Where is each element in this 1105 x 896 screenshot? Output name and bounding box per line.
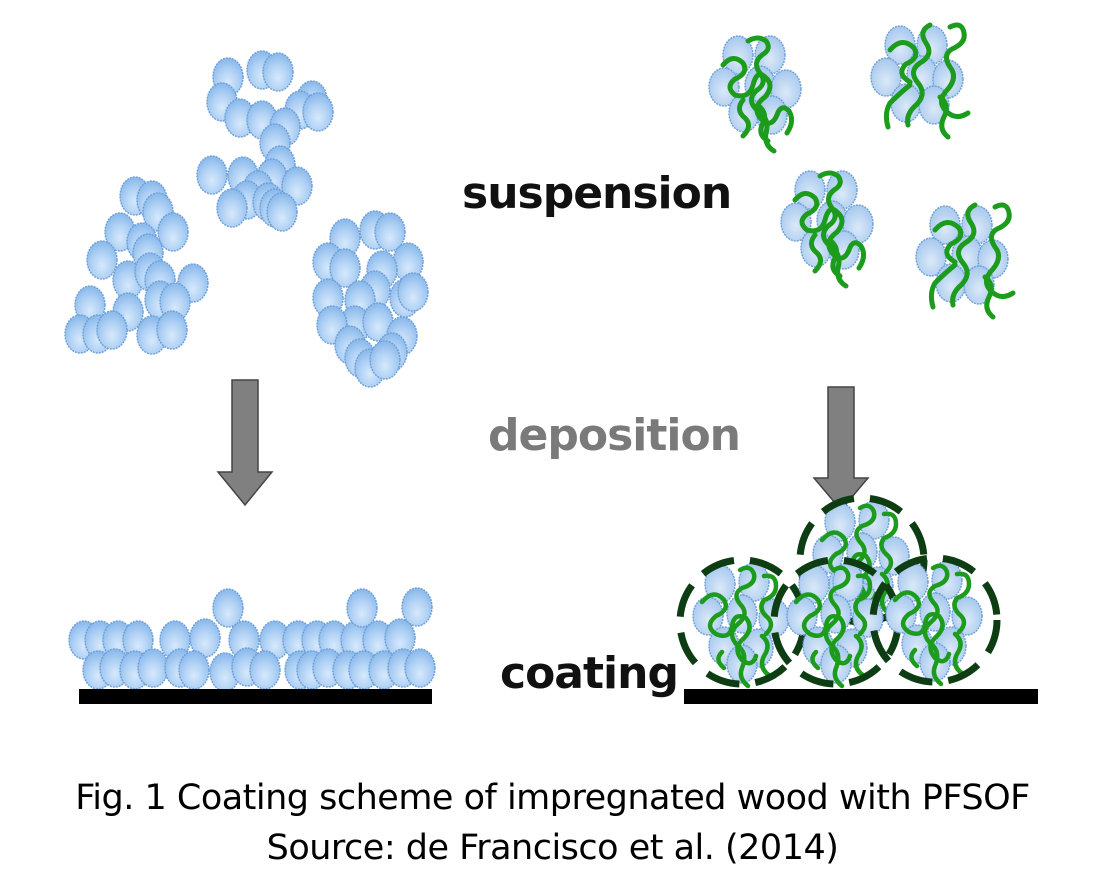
coated-deposited-layer xyxy=(676,494,1001,689)
coated-deposited-cluster xyxy=(676,556,808,689)
particle xyxy=(951,596,983,636)
figure-source: Source: de Francisco et al. (2014) xyxy=(266,828,839,868)
particle xyxy=(262,52,294,92)
coated-cluster xyxy=(915,202,1016,320)
coated-cluster xyxy=(708,35,802,154)
polymer-chain xyxy=(699,592,759,666)
polymer-chain xyxy=(809,232,843,279)
particle xyxy=(780,202,812,242)
particle xyxy=(212,588,244,628)
particle xyxy=(369,340,401,380)
particle xyxy=(216,188,248,228)
uncoated-deposited-layer xyxy=(68,587,436,692)
particle xyxy=(249,650,281,690)
polymer-chain xyxy=(932,202,978,308)
polymer-chain xyxy=(883,82,951,140)
label-suspension: suspension xyxy=(462,168,732,219)
polymer-chain xyxy=(737,97,771,144)
particle xyxy=(754,35,786,75)
particle xyxy=(196,155,228,195)
particle xyxy=(302,92,334,132)
particle xyxy=(157,212,189,252)
polymer-chain xyxy=(716,573,779,679)
polymer-chain xyxy=(909,571,972,677)
label-coating: coating xyxy=(500,648,679,699)
particle xyxy=(401,587,433,627)
particle xyxy=(189,618,221,658)
particle xyxy=(404,648,436,688)
polymer-chain xyxy=(793,592,853,666)
polymer-chain xyxy=(817,170,849,289)
polymer-chain xyxy=(922,563,950,687)
particle xyxy=(384,618,416,658)
substrate-right xyxy=(684,689,1038,704)
particle xyxy=(266,192,298,232)
polymer-chain xyxy=(928,262,996,320)
label-deposition: deposition xyxy=(488,410,741,461)
deposition-arrow-left xyxy=(216,379,274,507)
coated-particle-clusters xyxy=(708,22,1016,320)
polymer-chain xyxy=(823,565,851,689)
particle xyxy=(397,272,429,312)
substrate-left xyxy=(79,689,432,704)
polymer-chain xyxy=(729,565,757,689)
coated-cluster xyxy=(870,22,971,140)
polymer-chain xyxy=(887,22,933,128)
particle xyxy=(392,242,424,282)
coating-shell xyxy=(869,554,1001,686)
coated-deposited-cluster xyxy=(869,554,1001,687)
particle xyxy=(329,248,361,288)
deposition-arrow-right xyxy=(812,386,870,512)
particle xyxy=(178,650,210,690)
polymer-chain xyxy=(745,35,777,154)
figure-caption: Fig. 1 Coating scheme of impregnated woo… xyxy=(75,778,1030,818)
particle xyxy=(708,67,740,107)
particle xyxy=(156,310,188,350)
particle xyxy=(137,648,169,688)
polymer-chain xyxy=(892,590,952,664)
particle xyxy=(96,310,128,350)
uncoated-particle-clusters xyxy=(64,50,429,388)
particle xyxy=(86,240,118,280)
particle xyxy=(374,212,406,252)
polymer-chain xyxy=(810,573,873,679)
particle xyxy=(346,588,378,628)
coated-cluster xyxy=(780,170,874,289)
particle xyxy=(122,620,154,660)
particle xyxy=(826,170,858,210)
